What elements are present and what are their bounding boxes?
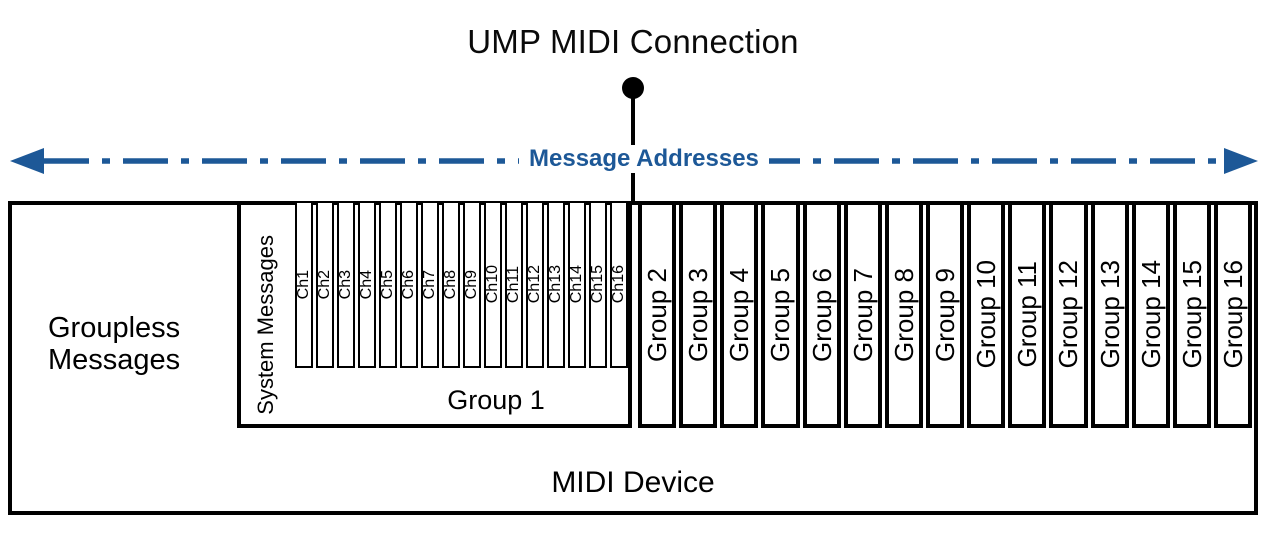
group1-label: Group 1 (447, 385, 545, 415)
channel-cell: Ch14 (568, 201, 586, 368)
group-column: Group 8 (884, 201, 923, 428)
group-column: Group 12 (1049, 201, 1088, 428)
channel-cell: Ch16 (610, 201, 628, 368)
channel-label: Ch5 (379, 269, 396, 300)
channel-cell: Ch6 (400, 201, 418, 368)
channel-cell: Ch5 (379, 201, 397, 368)
groups-row: Group 2 Group 3 Group 4 Group 5 Group 6 … (638, 201, 1253, 428)
channel-cell: Ch2 (316, 201, 334, 368)
channel-cell: Ch7 (421, 201, 439, 368)
channel-label: Ch1 (295, 269, 312, 300)
channel-label: Ch13 (547, 265, 564, 304)
channel-label: Ch3 (337, 269, 354, 300)
group-label: Group 10 (971, 260, 1002, 369)
channel-label: Ch16 (610, 265, 627, 304)
channel-label: Ch15 (589, 265, 606, 304)
group-column: Group 4 (720, 201, 759, 428)
message-addresses-label: Message Addresses (519, 145, 769, 173)
group-label: Group 9 (930, 267, 961, 362)
groupless-messages-line2: Messages (48, 344, 181, 376)
group-column: Group 16 (1213, 201, 1253, 428)
channel-cell: Ch12 (526, 201, 544, 368)
diagram-title: UMP MIDI Connection (467, 23, 799, 60)
channel-label: Ch8 (442, 269, 459, 300)
channel-row: Ch1 Ch2 Ch3 Ch4 Ch5 Ch6 Ch7 Ch8 Ch9 Ch10… (295, 201, 628, 368)
channel-cell: Ch8 (442, 201, 460, 368)
group-column: Group 10 (967, 201, 1006, 428)
groupless-messages-line1: Groupless (48, 312, 181, 344)
channel-label: Ch4 (358, 269, 375, 300)
connection-point-dot (622, 77, 644, 99)
channel-cell: Ch11 (505, 201, 523, 368)
group-column: Group 5 (761, 201, 800, 428)
group-label: Group 11 (1012, 261, 1043, 368)
channel-label: Ch2 (316, 269, 333, 300)
group-column: Group 6 (802, 201, 841, 428)
group-column: Group 9 (925, 201, 965, 428)
group-label: Group 15 (1176, 260, 1207, 369)
channel-label: Ch9 (463, 269, 480, 300)
channel-label: Ch7 (421, 269, 438, 300)
group-column: Group 14 (1131, 201, 1170, 428)
channel-label: Ch11 (505, 265, 522, 304)
group-label: Group 5 (765, 267, 796, 362)
group-label: Group 4 (724, 267, 755, 362)
channel-cell: Ch13 (547, 201, 565, 368)
group-label: Group 2 (642, 267, 673, 362)
channel-label: Ch10 (484, 265, 501, 304)
channel-label: Ch12 (526, 265, 543, 304)
channel-cell: Ch9 (463, 201, 481, 368)
group-label: Group 3 (683, 267, 714, 362)
group-column: Group 2 (638, 201, 677, 428)
system-messages-label: System Messages (249, 215, 283, 435)
midi-device-label: MIDI Device (551, 466, 715, 499)
group-label: Group 16 (1218, 260, 1249, 369)
channel-cell: Ch3 (337, 201, 355, 368)
group-column: Group 13 (1090, 201, 1129, 428)
group-label: Group 6 (806, 267, 837, 362)
channel-cell: Ch1 (295, 201, 313, 368)
channel-label: Ch6 (400, 269, 417, 300)
right-arrowhead-icon (1224, 148, 1258, 174)
group-label: Group 7 (847, 267, 878, 362)
group-label: Group 13 (1094, 260, 1125, 369)
group-label: Group 8 (888, 267, 919, 362)
group-column: Group 11 (1008, 201, 1047, 428)
groupless-messages-label: Groupless Messages (48, 312, 180, 376)
channel-cell: Ch10 (484, 201, 502, 368)
channel-cell: Ch4 (358, 201, 376, 368)
group-column: Group 3 (679, 201, 718, 428)
group-label: Group 12 (1053, 260, 1084, 369)
system-messages-text: System Messages (253, 235, 278, 415)
channel-label: Ch14 (568, 265, 585, 304)
group-column: Group 15 (1172, 201, 1211, 428)
group-label: Group 14 (1135, 260, 1166, 369)
group-column: Group 7 (843, 201, 882, 428)
channel-cell: Ch15 (589, 201, 607, 368)
left-arrowhead-icon (10, 148, 44, 174)
